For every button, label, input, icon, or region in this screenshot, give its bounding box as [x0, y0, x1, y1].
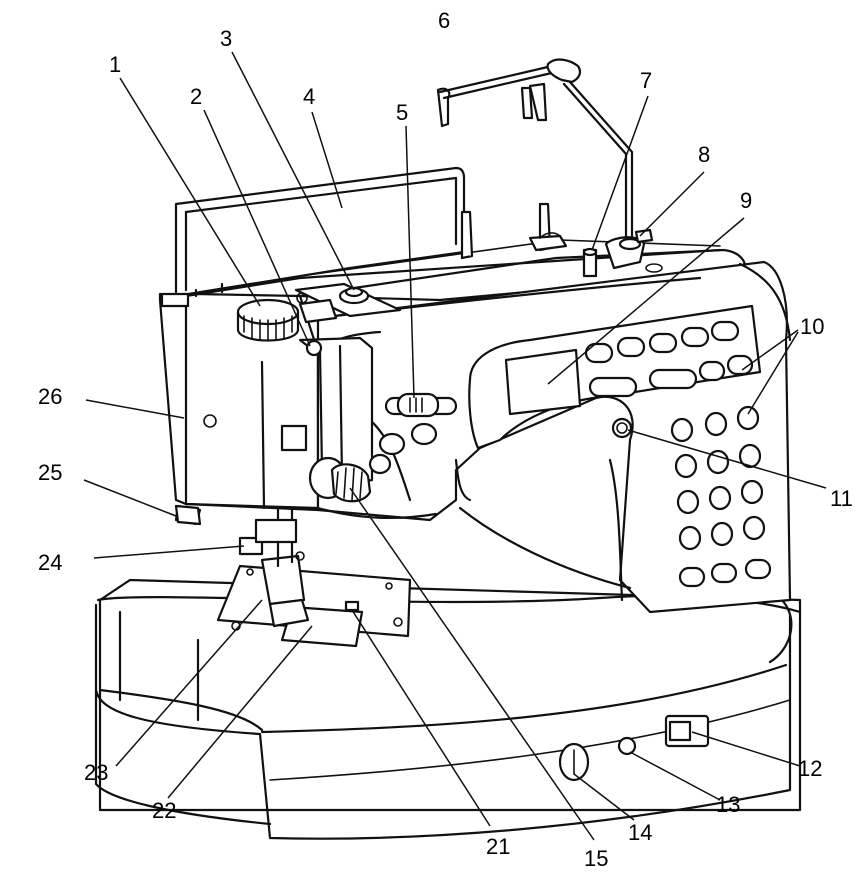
label-24: 24 — [38, 550, 62, 575]
lcd-display — [504, 348, 582, 416]
lever-25 — [174, 504, 202, 526]
label-9: 9 — [740, 188, 752, 213]
head-buttons — [368, 422, 438, 475]
jack-14 — [558, 742, 590, 782]
label-22: 22 — [152, 798, 176, 823]
machine-base — [94, 578, 802, 840]
label-15: 15 — [584, 846, 608, 871]
callout-labels: 1 2 3 4 5 6 7 8 9 10 11 12 13 14 15 21 2… — [38, 8, 853, 871]
label-3: 3 — [220, 26, 232, 51]
label-7: 7 — [640, 68, 652, 93]
pattern-buttons — [584, 320, 772, 588]
leader-lines — [83, 51, 827, 841]
label-13: 13 — [716, 792, 740, 817]
label-12: 12 — [798, 756, 822, 781]
speed-slider — [384, 392, 458, 418]
label-10: 10 — [800, 314, 824, 339]
label-11: 11 — [830, 486, 853, 511]
label-25: 25 — [38, 460, 62, 485]
top-spool-area — [294, 282, 402, 324]
presser-foot-area — [238, 508, 310, 628]
label-8: 8 — [698, 142, 710, 167]
label-4: 4 — [303, 84, 315, 109]
memory-button — [611, 417, 633, 439]
label-21: 21 — [486, 834, 510, 859]
thread-guide-bar — [436, 58, 634, 240]
pressure-dial — [236, 298, 300, 342]
power-switch — [664, 714, 710, 748]
lid-card-holder — [160, 166, 466, 308]
stitch-dial — [308, 456, 372, 503]
spool-pins — [460, 202, 568, 260]
label-5: 5 — [396, 100, 408, 125]
label-26: 26 — [38, 384, 62, 409]
label-6: 6 — [438, 8, 450, 33]
socket-13 — [617, 736, 637, 756]
label-1: 1 — [109, 52, 121, 77]
label-23: 23 — [84, 760, 108, 785]
label-2: 2 — [190, 84, 202, 109]
label-14: 14 — [628, 820, 652, 845]
